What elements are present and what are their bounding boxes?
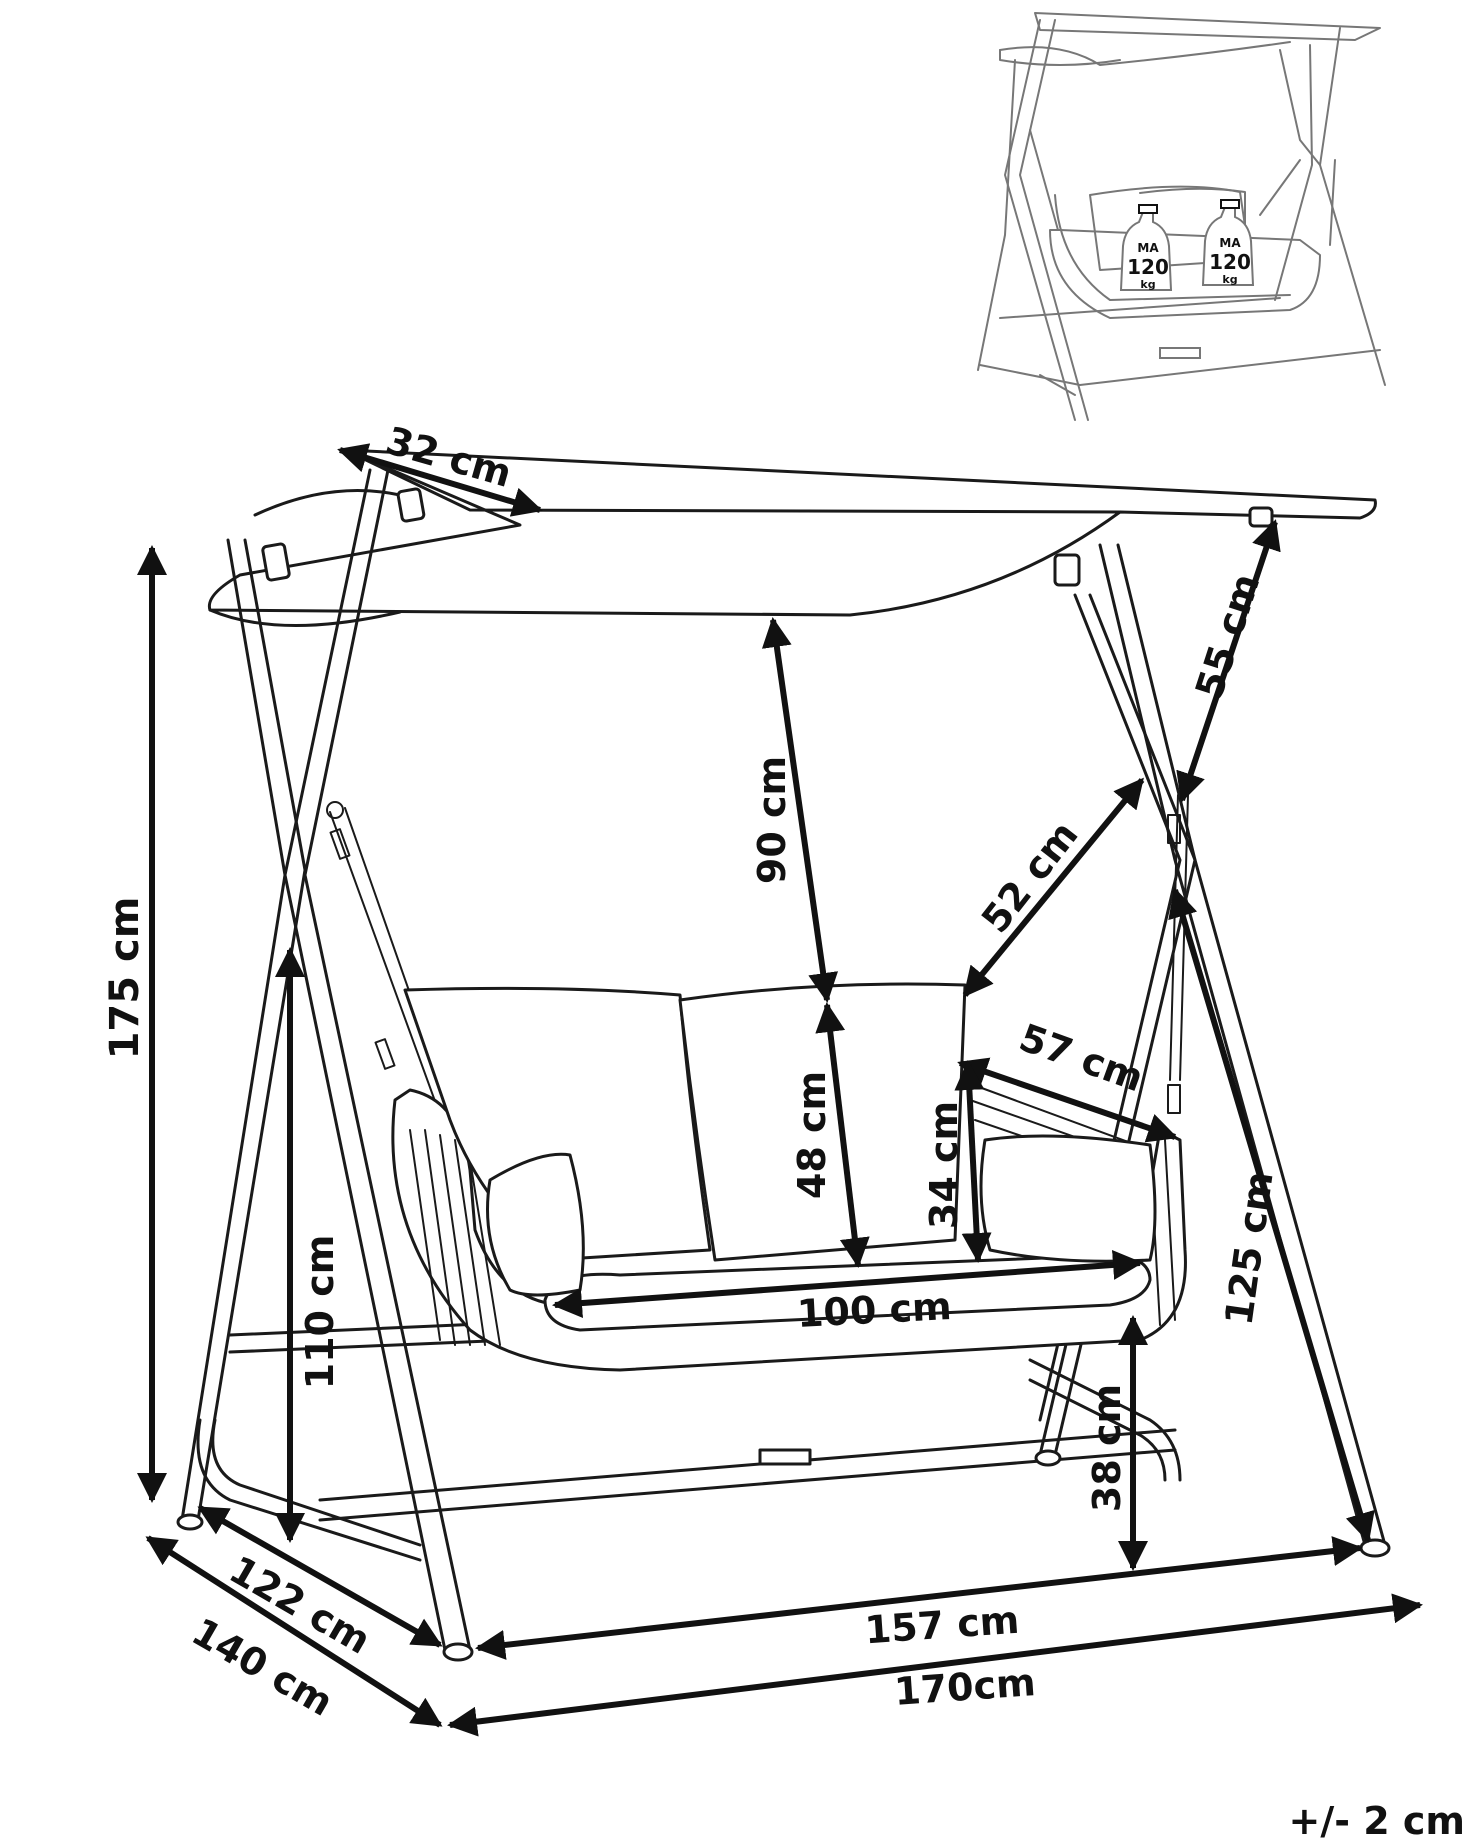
label-frame-leg-length: 125 cm	[1217, 1169, 1282, 1328]
inset-swing-illustration: MA 120 kg MA 120 kg	[977, 12, 1386, 421]
label-tolerance: +/- 2 cm	[1288, 1799, 1465, 1839]
label-inner-width: 157 cm	[863, 1598, 1020, 1653]
weight-left-line2: 120	[1127, 255, 1169, 279]
weight-right-line1: MA	[1219, 236, 1241, 250]
arrow-seat-width	[552, 1249, 1143, 1319]
arrow-canopy-drop	[1176, 519, 1281, 803]
arrow-outer-depth	[145, 1535, 443, 1728]
label-seat-height-back: 48 cm	[790, 1071, 834, 1199]
weight-left-line1: MA	[1137, 241, 1159, 255]
arrow-armrest-height	[954, 1060, 992, 1263]
arrow-outer-width	[447, 1593, 1423, 1737]
label-armrest-height: 34 cm	[922, 1101, 966, 1229]
label-frame-side-height: 110 cm	[298, 1235, 342, 1390]
weight-right-line3: kg	[1222, 273, 1237, 286]
label-seat-ground-clearance: 38 cm	[1085, 1384, 1129, 1512]
label-total-height: 175 cm	[102, 897, 148, 1060]
arrow-seat-depth	[957, 1057, 1178, 1143]
label-canopy-drop: 55 cm	[1187, 568, 1268, 704]
dimension-arrows	[137, 443, 1423, 1737]
label-outer-width: 170cm	[893, 1660, 1037, 1714]
weight-icon-right: MA 120 kg	[1201, 199, 1255, 286]
arrow-canopy-to-back	[761, 617, 839, 1003]
weight-icon-left: MA 120 kg	[1119, 204, 1173, 291]
arrow-seat-height-back	[815, 1002, 870, 1268]
label-seat-width: 100 cm	[796, 1284, 953, 1336]
label-canopy-to-back: 90 cm	[750, 756, 794, 884]
weight-left-line3: kg	[1140, 278, 1155, 291]
arrow-canopy-depth	[337, 443, 543, 517]
arrow-chain-length	[962, 777, 1145, 998]
arrow-frame-leg-length	[1168, 887, 1375, 1543]
weight-right-line2: 120	[1209, 250, 1251, 274]
label-chain-length: 52 cm	[973, 813, 1087, 941]
